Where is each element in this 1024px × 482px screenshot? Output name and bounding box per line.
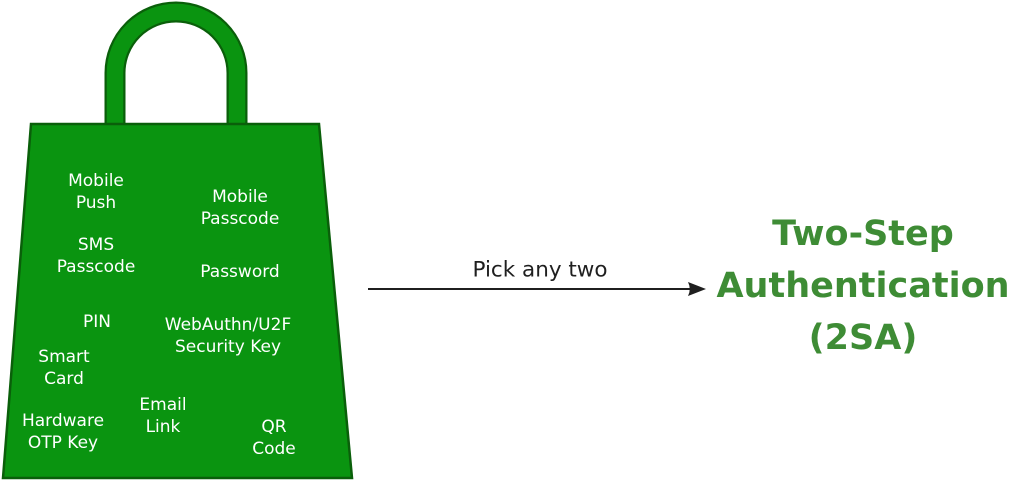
bag-item-label: WebAuthn/U2F Security Key (164, 315, 292, 357)
arrow-label: Pick any two (472, 257, 608, 283)
bag-item-label: Mobile Push (68, 171, 124, 213)
arrow-head-icon (688, 282, 706, 296)
bag-item-label: SMS Passcode (56, 235, 136, 277)
bag-item-label: Email Link (139, 395, 187, 437)
bag-item-label: PIN (83, 312, 111, 332)
bag-handle-icon (106, 3, 246, 130)
bag-item-label: Mobile Passcode (200, 187, 280, 229)
bag-item-label: Hardware OTP Key (21, 411, 105, 453)
shopping-bag-icon (1, 122, 354, 480)
bag-item-label: Password (200, 262, 280, 282)
bag-item-label: QR Code (252, 417, 296, 459)
bag-item-label: Smart Card (38, 347, 90, 389)
diagram-title: Two-Step Authentication (2SA) (716, 214, 1010, 358)
